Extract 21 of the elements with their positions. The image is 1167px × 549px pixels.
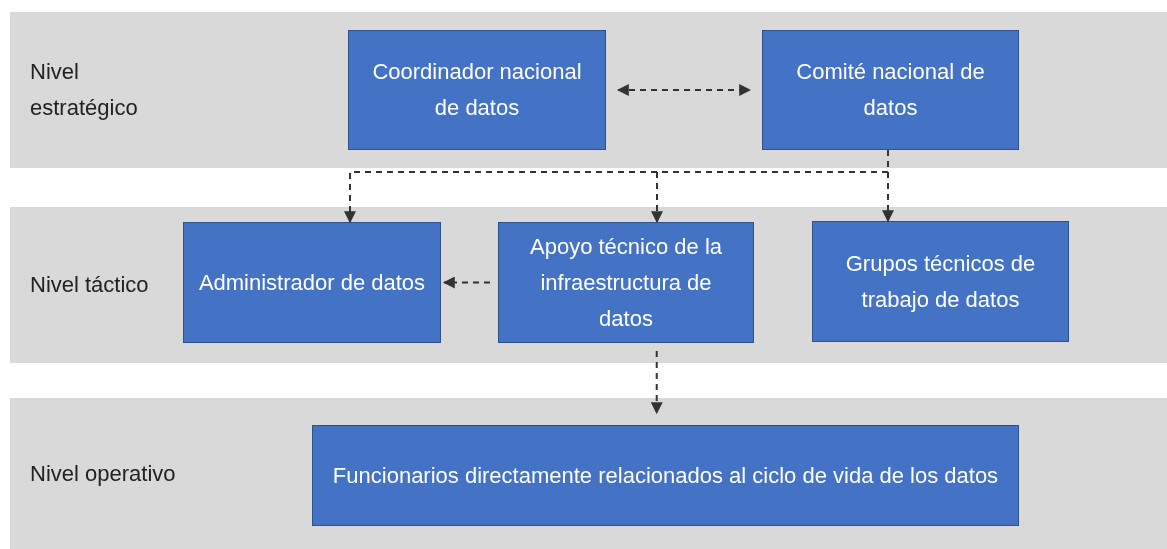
- level-label: Nivel estratégico: [30, 58, 139, 122]
- role-box: [312, 425, 1019, 526]
- role-box: [183, 222, 441, 343]
- level-band: [10, 12, 1167, 168]
- level-band: [10, 398, 1167, 549]
- level-label: Nivel operativo: [30, 459, 177, 488]
- role-label: Apoyo técnico de la infraestructura de datos: [529, 232, 723, 333]
- role-label: Grupos técnicos de trabajo de datos: [844, 249, 1037, 314]
- role-box: [498, 222, 754, 343]
- role-box: [348, 30, 606, 150]
- role-label: Funcionarios directamente relacionados al ciclo de vida de los datos: [332, 461, 999, 490]
- level-band: [10, 207, 1167, 363]
- role-label: Administrador de datos: [198, 268, 426, 297]
- level-label: Nivel táctico: [30, 271, 150, 299]
- dashed-arrow: [616, 84, 752, 96]
- dashed-arrow: [650, 350, 663, 415]
- role-label: Comité nacional de datos: [795, 58, 986, 122]
- role-label: Coordinador nacional de datos: [371, 58, 583, 122]
- dashed-arrow: [442, 276, 491, 289]
- role-box: [762, 30, 1019, 150]
- role-box: [812, 221, 1069, 342]
